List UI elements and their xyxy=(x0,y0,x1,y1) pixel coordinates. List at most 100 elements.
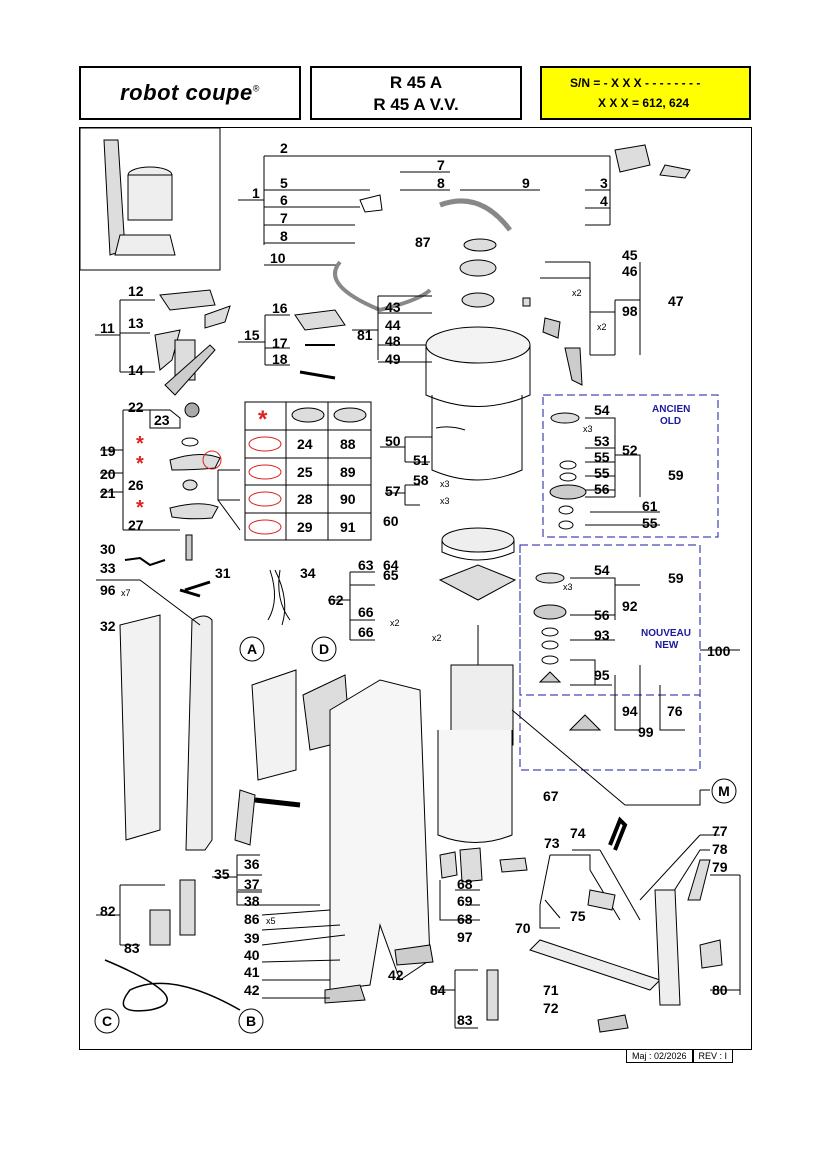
part-number-label: 55 xyxy=(594,449,610,465)
part-number-label: 13 xyxy=(128,315,144,331)
part-number-label: 58 xyxy=(413,472,429,488)
part-number-label: 17 xyxy=(272,335,288,351)
part-number-label: 27 xyxy=(128,517,144,533)
part-number-label: 35 xyxy=(214,866,230,882)
part-number-label: x2 xyxy=(597,322,607,332)
part-number-label: 42 xyxy=(388,967,404,983)
part-number-label: 54 xyxy=(594,402,610,418)
part-number-label: 22 xyxy=(128,399,144,415)
part-number-label: 47 xyxy=(668,293,684,309)
table-cell: 88 xyxy=(340,436,356,452)
part-number-label: 96 xyxy=(100,582,116,598)
part-number-label: x3 xyxy=(563,582,573,592)
part-number-label: 49 xyxy=(385,351,401,367)
part-number-label: 2 xyxy=(280,140,288,156)
callout-A xyxy=(239,636,265,662)
part-number-label: 11 xyxy=(100,320,115,336)
model-line-2: R 45 A V.V. xyxy=(373,95,459,114)
lid-part xyxy=(425,326,531,364)
part-number-label: 60 xyxy=(383,513,399,529)
callout-M xyxy=(711,778,737,804)
callout-letter: M xyxy=(718,783,730,799)
part-number-label: 44 xyxy=(385,317,401,333)
part-number-label: 42 xyxy=(244,982,260,998)
part-number-label: 31 xyxy=(215,565,231,581)
update-date: Maj : 02/2026 xyxy=(626,1049,693,1063)
part-number-label: 75 xyxy=(570,908,586,924)
part-number-label: 46 xyxy=(622,263,638,279)
cap-part-87 xyxy=(463,238,497,252)
part-number-label: 43 xyxy=(385,299,401,315)
part-number-label: 82 xyxy=(100,903,116,919)
table-cell: 89 xyxy=(340,464,356,480)
serial-line-1: S/N = - X X X - - - - - - - - xyxy=(570,76,701,90)
table-cell: 28 xyxy=(297,491,313,507)
part-number-label: 55 xyxy=(594,465,610,481)
part-number-label: 39 xyxy=(244,930,260,946)
callout-letter: A xyxy=(247,641,257,657)
part-number-label: 8 xyxy=(437,175,445,191)
model-title: R 45 A R 45 A V.V. xyxy=(310,66,522,120)
part-number-label: 83 xyxy=(124,940,140,956)
part-number-label: 26 xyxy=(128,477,144,493)
part-number-label: 83 xyxy=(457,1012,473,1028)
table-star: * xyxy=(258,406,268,433)
gasket-part-5 xyxy=(359,194,383,213)
model-line-1: R 45 A xyxy=(389,73,443,92)
part-number-label: 79 xyxy=(712,859,728,875)
part-number-label: 56 xyxy=(594,607,610,623)
callout-letter: B xyxy=(246,1013,256,1029)
part-number-label: * xyxy=(136,433,144,455)
thumbnail-frame xyxy=(79,127,221,271)
part-number-label: 68 xyxy=(457,911,473,927)
part-number-label: 1 xyxy=(252,185,260,201)
part-number-label: x2 xyxy=(390,618,400,628)
part-number-label: x2 xyxy=(572,288,582,298)
part-number-label: 51 xyxy=(413,452,429,468)
exploded-diagram-frame xyxy=(79,127,752,1050)
callout-C xyxy=(94,1008,120,1034)
callout-B xyxy=(238,1008,264,1034)
table-cell: 29 xyxy=(297,519,313,535)
part-number-label: x7 xyxy=(121,588,131,598)
part-number-label: 92 xyxy=(622,598,638,614)
part-number-label: 23 xyxy=(154,412,170,428)
stand-part-97 xyxy=(329,679,431,991)
part-number-label: 9 xyxy=(522,175,530,191)
part-number-label: 53 xyxy=(594,433,610,449)
part-number-label: 55 xyxy=(642,515,658,531)
part-number-label: 12 xyxy=(128,283,144,299)
part-number-label: 66 xyxy=(358,604,374,620)
part-number-label: 74 xyxy=(570,825,586,841)
part-number-label: 69 xyxy=(457,893,473,909)
part-number-label: 56 xyxy=(594,481,610,497)
part-number-label: x5 xyxy=(266,916,276,926)
part-number-label: 65 xyxy=(383,567,399,583)
table-cell: 91 xyxy=(340,519,356,535)
part-number-label: 36 xyxy=(244,856,260,872)
part-number-label: 72 xyxy=(543,1000,559,1016)
part-number-label: 57 xyxy=(385,483,401,499)
part-number-label: 34 xyxy=(300,565,316,581)
part-number-label: 50 xyxy=(385,433,401,449)
part-number-label: x3 xyxy=(440,496,450,506)
part-number-label: 77 xyxy=(712,823,728,839)
part-number-label: x3 xyxy=(440,479,450,489)
brand-logo: robot coupe® xyxy=(120,80,260,105)
part-number-label: 81 xyxy=(357,327,373,343)
part-number-label: 62 xyxy=(328,592,344,608)
part-number-label: 15 xyxy=(244,327,260,343)
old-label: ANCIEN xyxy=(652,404,690,415)
part-number-label: 38 xyxy=(244,893,260,909)
bowl-part-50 xyxy=(431,395,523,481)
part-number-label: 94 xyxy=(622,703,638,719)
part-number-label: 21 xyxy=(100,485,116,501)
part-number-label: x3 xyxy=(583,424,593,434)
new-label-en: NEW xyxy=(655,640,679,651)
part-number-label: 40 xyxy=(244,947,260,963)
part-number-label: 6 xyxy=(280,192,288,208)
part-number-label: 59 xyxy=(668,467,684,483)
motor-part-67 xyxy=(437,730,513,843)
part-number-label: 7 xyxy=(280,210,288,226)
hose-part-10 xyxy=(333,260,432,313)
